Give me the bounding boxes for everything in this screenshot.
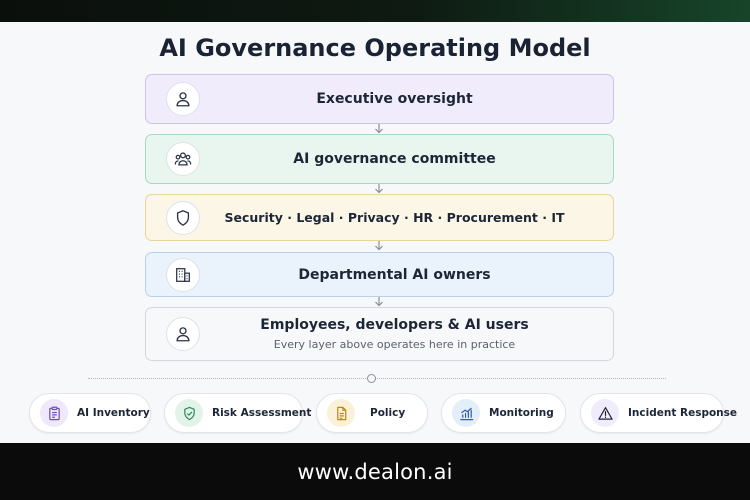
person-icon bbox=[166, 82, 200, 116]
person-icon bbox=[166, 317, 200, 351]
group-icon bbox=[166, 142, 200, 176]
capability-label: Monitoring bbox=[489, 407, 554, 419]
document-icon bbox=[327, 399, 355, 427]
capability-policy: Policy bbox=[316, 393, 428, 433]
warning-icon bbox=[591, 399, 619, 427]
diagram-panel: AI Governance Operating Model Executive … bbox=[0, 22, 750, 443]
capability-label: AI Inventory bbox=[77, 407, 150, 419]
layer-sublabel: Every layer above operates here in pract… bbox=[273, 338, 516, 351]
divider-dot bbox=[367, 374, 376, 383]
layer-label: Security · Legal · Privacy · HR · Procur… bbox=[224, 210, 565, 225]
diagram-title: AI Governance Operating Model bbox=[159, 34, 591, 62]
layer-ai-governance-committee: AI governance committee bbox=[145, 134, 614, 184]
capability-incident-response: Incident Response bbox=[580, 393, 737, 433]
footer: www.dealon.ai bbox=[0, 443, 750, 500]
layer-departmental-ai-owners: Departmental AI owners bbox=[145, 252, 614, 297]
building-icon bbox=[166, 257, 200, 292]
top-band bbox=[0, 0, 750, 22]
footer-url: www.dealon.ai bbox=[297, 459, 453, 484]
down-arrow-icon bbox=[373, 241, 385, 251]
down-arrow-icon bbox=[373, 297, 385, 307]
clipboard-icon bbox=[40, 399, 68, 427]
capability-label: Risk Assessment bbox=[212, 407, 312, 419]
layer-label: Executive oversight bbox=[316, 91, 473, 107]
shield-icon bbox=[166, 200, 200, 235]
capability-monitoring: Monitoring bbox=[441, 393, 566, 433]
layer-label: Employees, developers & AI users bbox=[260, 317, 529, 333]
down-arrow-icon bbox=[373, 124, 385, 134]
layer-label: AI governance committee bbox=[293, 151, 496, 167]
capability-label: Policy bbox=[370, 407, 406, 419]
capability-label: Incident Response bbox=[628, 407, 738, 419]
layer-executive-oversight: Executive oversight bbox=[145, 74, 614, 124]
down-arrow-icon bbox=[373, 184, 385, 194]
capability-risk-assessment: Risk Assessment bbox=[164, 393, 311, 433]
layer-label: Departmental AI owners bbox=[298, 266, 491, 283]
layer-functions: Security · Legal · Privacy · HR · Procur… bbox=[145, 194, 614, 241]
layer-employees-developers-users: Employees, developers & AI users Every l… bbox=[145, 307, 614, 361]
chart-icon bbox=[452, 399, 480, 427]
divider bbox=[88, 378, 666, 379]
capability-ai-inventory: AI Inventory bbox=[29, 393, 151, 433]
shield-check-icon bbox=[175, 399, 203, 427]
